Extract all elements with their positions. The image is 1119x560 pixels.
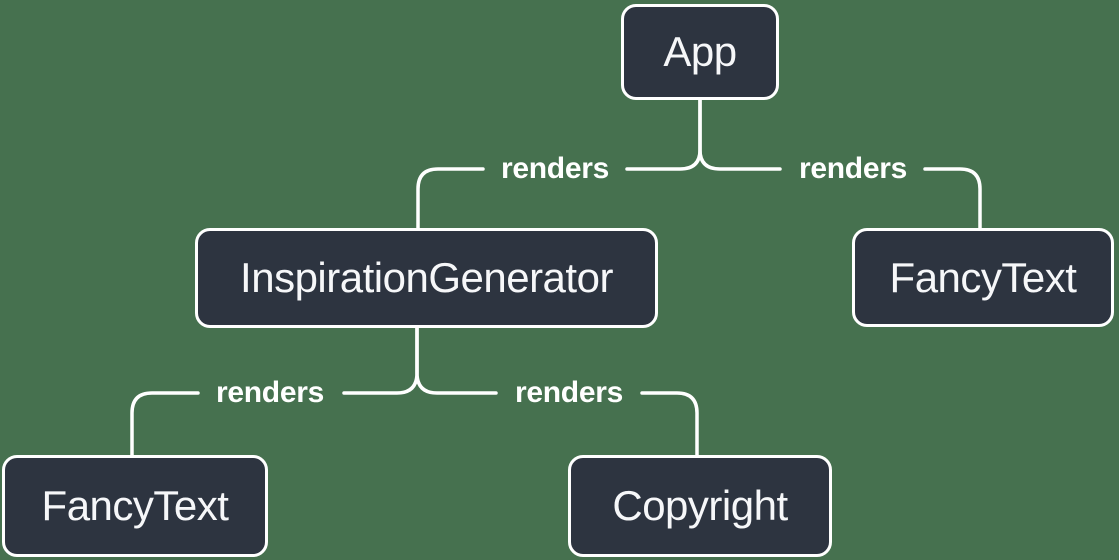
- node-copyright: Copyright: [568, 455, 832, 557]
- edge-inspirationgenerator-fancytext-segment-right: [342, 326, 419, 395]
- edge-app-fancytext-segment-right: [923, 167, 982, 230]
- node-app-label: App: [663, 28, 737, 75]
- node-fancy-text-top-right-label: FancyText: [889, 253, 1077, 301]
- node-inspiration-generator: InspirationGenerator: [195, 228, 658, 328]
- edge-label-app-inspirationgenerator: renders: [501, 152, 609, 185]
- node-app: App: [621, 4, 779, 100]
- node-fancy-text-bottom-left-label: FancyText: [41, 482, 229, 529]
- edge-inspirationgenerator-fancytext-segment-left: [130, 391, 200, 457]
- edge-label-inspirationgenerator-copyright: renders: [515, 376, 623, 409]
- edge-inspirationgenerator-copyright-segment-left: [415, 326, 498, 395]
- node-inspiration-generator-label: InspirationGenerator: [240, 254, 613, 301]
- edge-app-inspirationgenerator-segment-right: [625, 98, 702, 171]
- edge-app-fancytext-segment-left: [698, 98, 782, 171]
- edge-inspirationgenerator-copyright-segment-right: [640, 391, 699, 457]
- node-copyright-label: Copyright: [612, 482, 788, 529]
- node-fancy-text-bottom-left: FancyText: [2, 455, 268, 557]
- edge-label-inspirationgenerator-fancytext: renders: [216, 376, 324, 409]
- node-fancy-text-top-right: FancyText: [852, 228, 1114, 327]
- edge-label-app-fancytext: renders: [799, 152, 907, 185]
- edge-app-inspirationgenerator-segment-left: [416, 167, 485, 230]
